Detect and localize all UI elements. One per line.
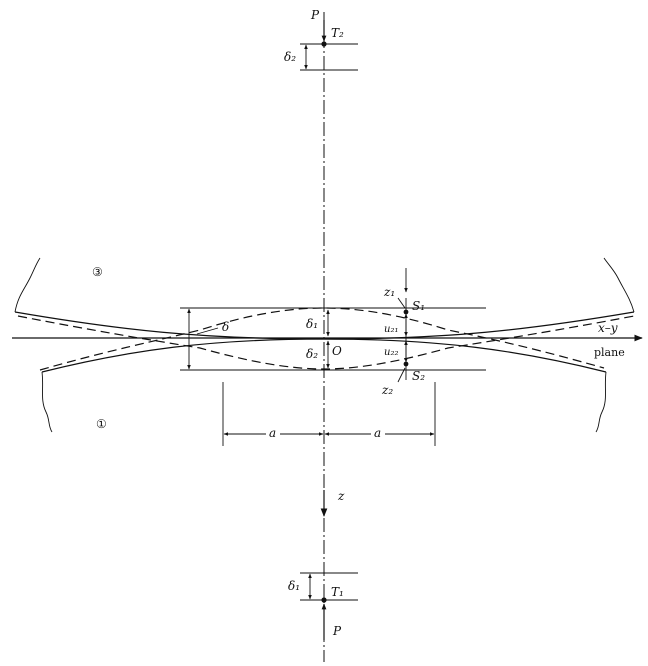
point-s1: [403, 309, 409, 315]
label-p-bottom: P: [332, 624, 342, 638]
body2-right-break: [603, 257, 635, 313]
label-z-axis: z: [337, 489, 345, 503]
label-origin: O: [332, 344, 342, 358]
label-s1: S₁: [412, 299, 425, 313]
label-delta1-bottom: δ₁: [288, 579, 300, 593]
point-s2: [403, 361, 409, 367]
label-a-right: a: [374, 426, 381, 440]
label-delta2-center: δ₂: [306, 347, 318, 361]
delta-leader: [196, 327, 219, 335]
body1-left-break: [41, 371, 53, 433]
label-uz2: u₂₂: [384, 347, 398, 358]
undeformed-profile-body1: [39, 307, 605, 371]
label-plane: plane: [594, 346, 625, 359]
body2-left-break: [14, 257, 41, 313]
label-delta1-center: δ₁: [306, 317, 318, 331]
label-a-left: a: [269, 426, 276, 440]
label-body2: ③: [92, 265, 103, 279]
label-t1: T₁: [331, 585, 344, 599]
label-s2: S₂: [412, 369, 425, 383]
point-t1: [321, 597, 327, 603]
body1-surface: [41, 338, 607, 373]
label-uz1: u₂₁: [384, 324, 398, 335]
a-left-label-bg: [266, 426, 280, 440]
undeformed-profile-body2: [17, 315, 635, 370]
label-delta2-top: δ₂: [284, 50, 296, 64]
label-t2: T₂: [331, 26, 344, 40]
label-body1: ①: [96, 417, 107, 431]
label-p-top: P: [310, 8, 320, 22]
z2-leader: [397, 367, 406, 383]
label-z1: z₁: [383, 285, 395, 299]
label-xy: x–y: [598, 321, 618, 335]
label-delta: δ: [222, 320, 229, 334]
body1-right-break: [595, 371, 607, 433]
z1-leader: [397, 297, 406, 309]
a-right-label-bg: [371, 426, 385, 440]
label-z2: z₂: [381, 383, 393, 397]
